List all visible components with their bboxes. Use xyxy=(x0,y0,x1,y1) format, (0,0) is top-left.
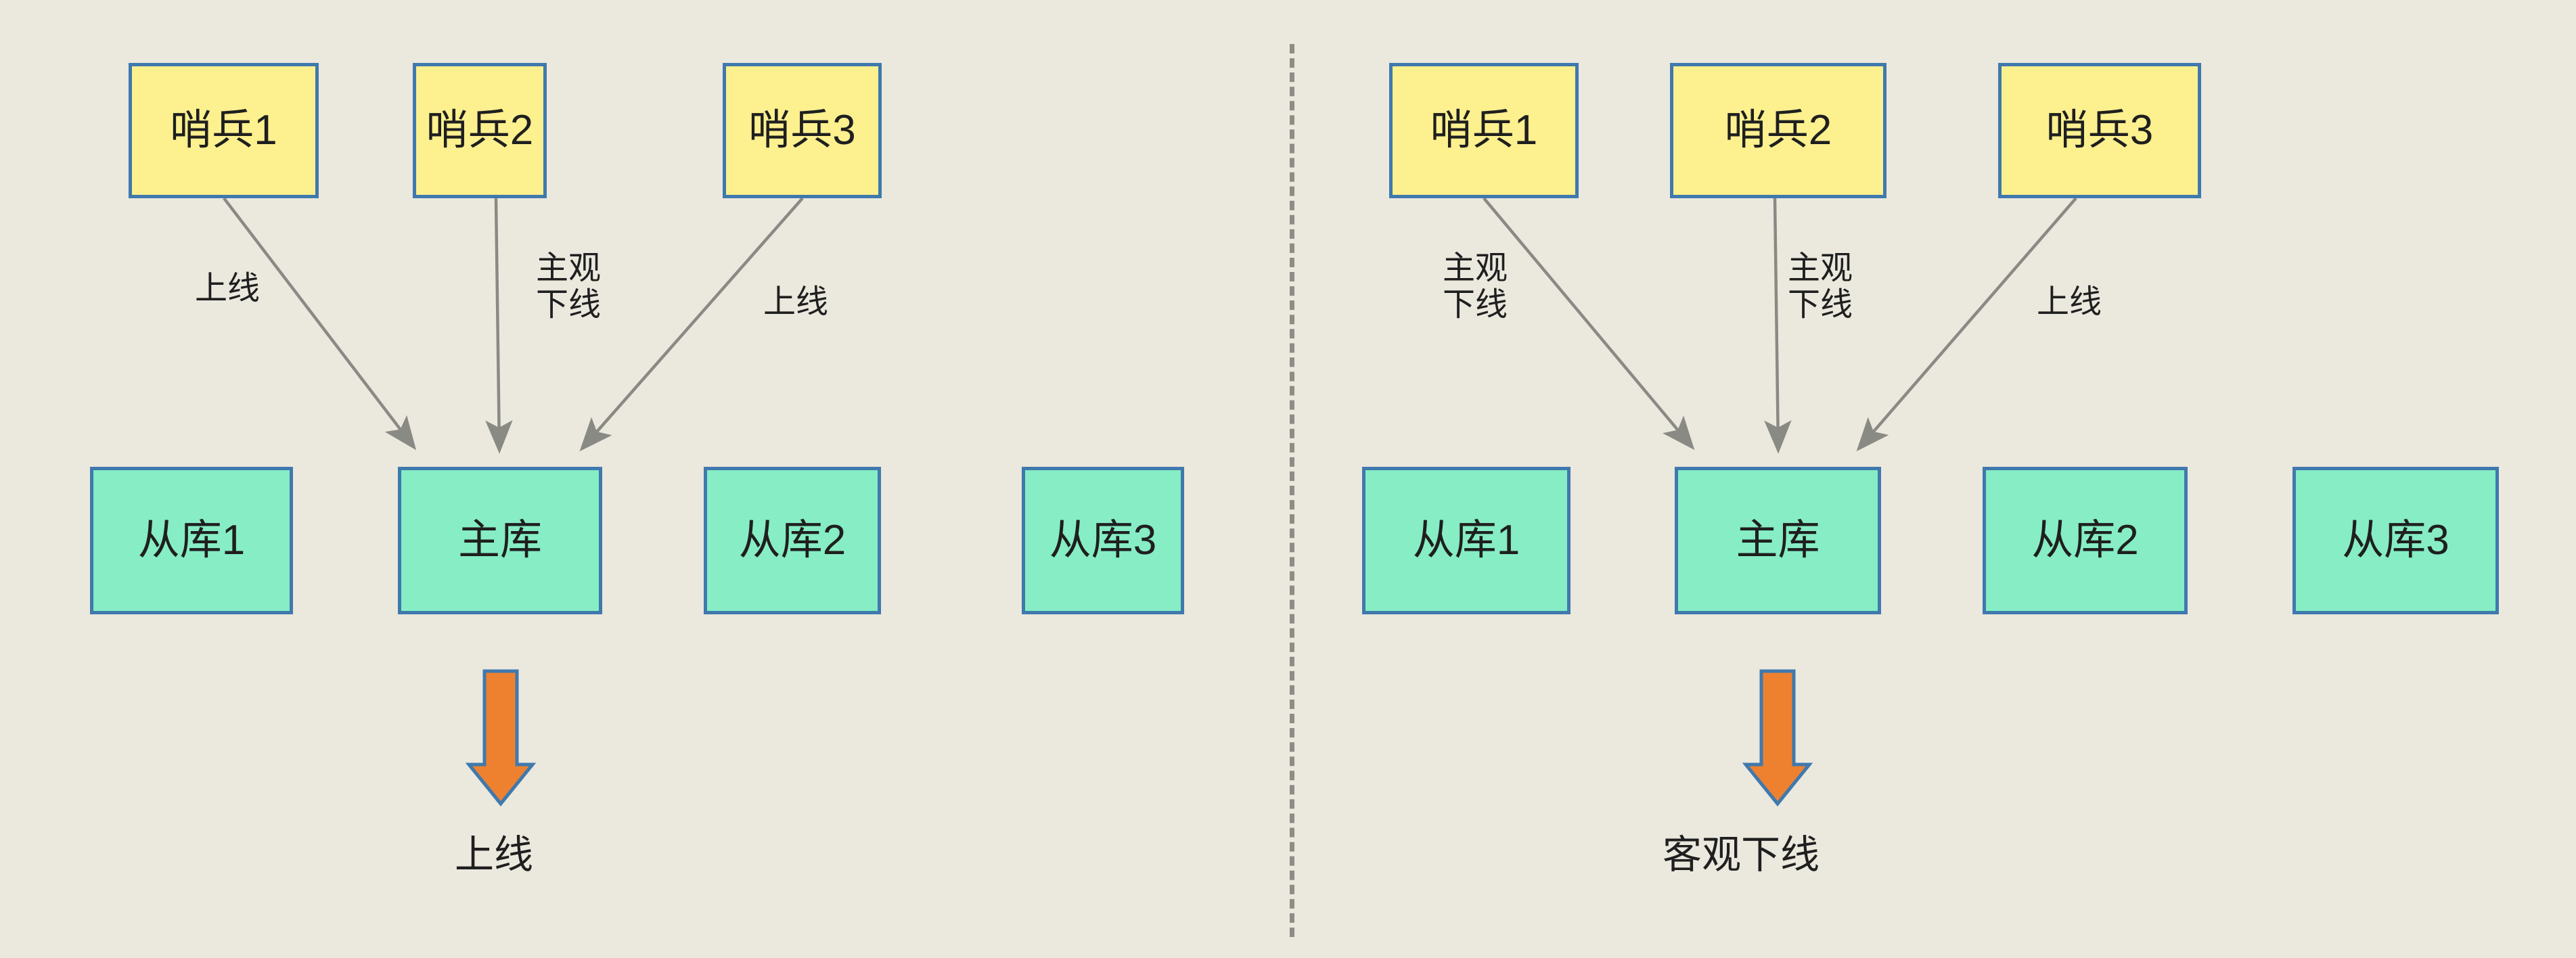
right-master-label: 主库 xyxy=(1736,517,1820,564)
right-sentinel-2-label: 哨兵2 xyxy=(1724,107,1832,154)
right-sentinel-2[interactable]: 哨兵2 xyxy=(1670,63,1886,198)
right-sentinel-1-label: 哨兵1 xyxy=(1430,107,1538,154)
panel-divider xyxy=(1290,44,1294,937)
left-replica-1-label: 从库1 xyxy=(137,517,246,564)
right-replica-2-label: 从库2 xyxy=(2031,517,2139,564)
right-edge-1-line xyxy=(1483,197,1695,451)
right-replica-1[interactable]: 从库1 xyxy=(1362,467,1571,614)
right-edge-2-label: 主观 下线 xyxy=(1788,250,1853,323)
left-edge-2-line xyxy=(485,198,513,454)
left-edge-1-label: 上线 xyxy=(195,271,261,306)
left-replica-2-label: 从库2 xyxy=(738,517,846,564)
left-master[interactable]: 主库 xyxy=(398,467,602,614)
left-result-arrow xyxy=(465,669,537,806)
left-sentinel-2[interactable]: 哨兵2 xyxy=(413,63,547,198)
right-edge-3-label: 上线 xyxy=(2037,284,2102,320)
right-edge-3-line xyxy=(1856,197,2077,452)
right-replica-1-label: 从库1 xyxy=(1412,517,1520,564)
left-edge-2-label: 主观 下线 xyxy=(536,250,602,323)
left-replica-2[interactable]: 从库2 xyxy=(704,467,881,614)
right-replica-2[interactable]: 从库2 xyxy=(1983,467,2188,614)
left-replica-3-label: 从库3 xyxy=(1049,517,1157,564)
left-replica-3[interactable]: 从库3 xyxy=(1022,467,1184,614)
left-replica-1[interactable]: 从库1 xyxy=(90,467,293,614)
right-result-arrow xyxy=(1742,669,1813,806)
left-sentinel-1-label: 哨兵1 xyxy=(170,107,277,154)
right-master[interactable]: 主库 xyxy=(1675,467,1881,614)
right-replica-3-label: 从库3 xyxy=(2342,517,2449,564)
right-sentinel-1[interactable]: 哨兵1 xyxy=(1389,63,1579,198)
left-master-label: 主库 xyxy=(457,517,542,564)
left-sentinel-3[interactable]: 哨兵3 xyxy=(723,63,882,198)
right-edge-2-line xyxy=(1764,198,1792,454)
right-edge-1-label: 主观 下线 xyxy=(1443,250,1508,323)
left-edge-1-line xyxy=(223,197,417,451)
right-replica-3[interactable]: 从库3 xyxy=(2292,467,2499,614)
right-result-label: 客观下线 xyxy=(1663,833,1820,877)
left-sentinel-3-label: 哨兵3 xyxy=(748,107,856,154)
left-sentinel-2-label: 哨兵2 xyxy=(426,107,534,154)
right-sentinel-3[interactable]: 哨兵3 xyxy=(1998,63,2201,198)
left-edge-3-line xyxy=(579,197,804,452)
left-sentinel-1[interactable]: 哨兵1 xyxy=(129,63,319,198)
right-sentinel-3-label: 哨兵3 xyxy=(2046,107,2154,154)
left-result-label: 上线 xyxy=(455,833,534,877)
left-edge-3-label: 上线 xyxy=(763,284,829,320)
